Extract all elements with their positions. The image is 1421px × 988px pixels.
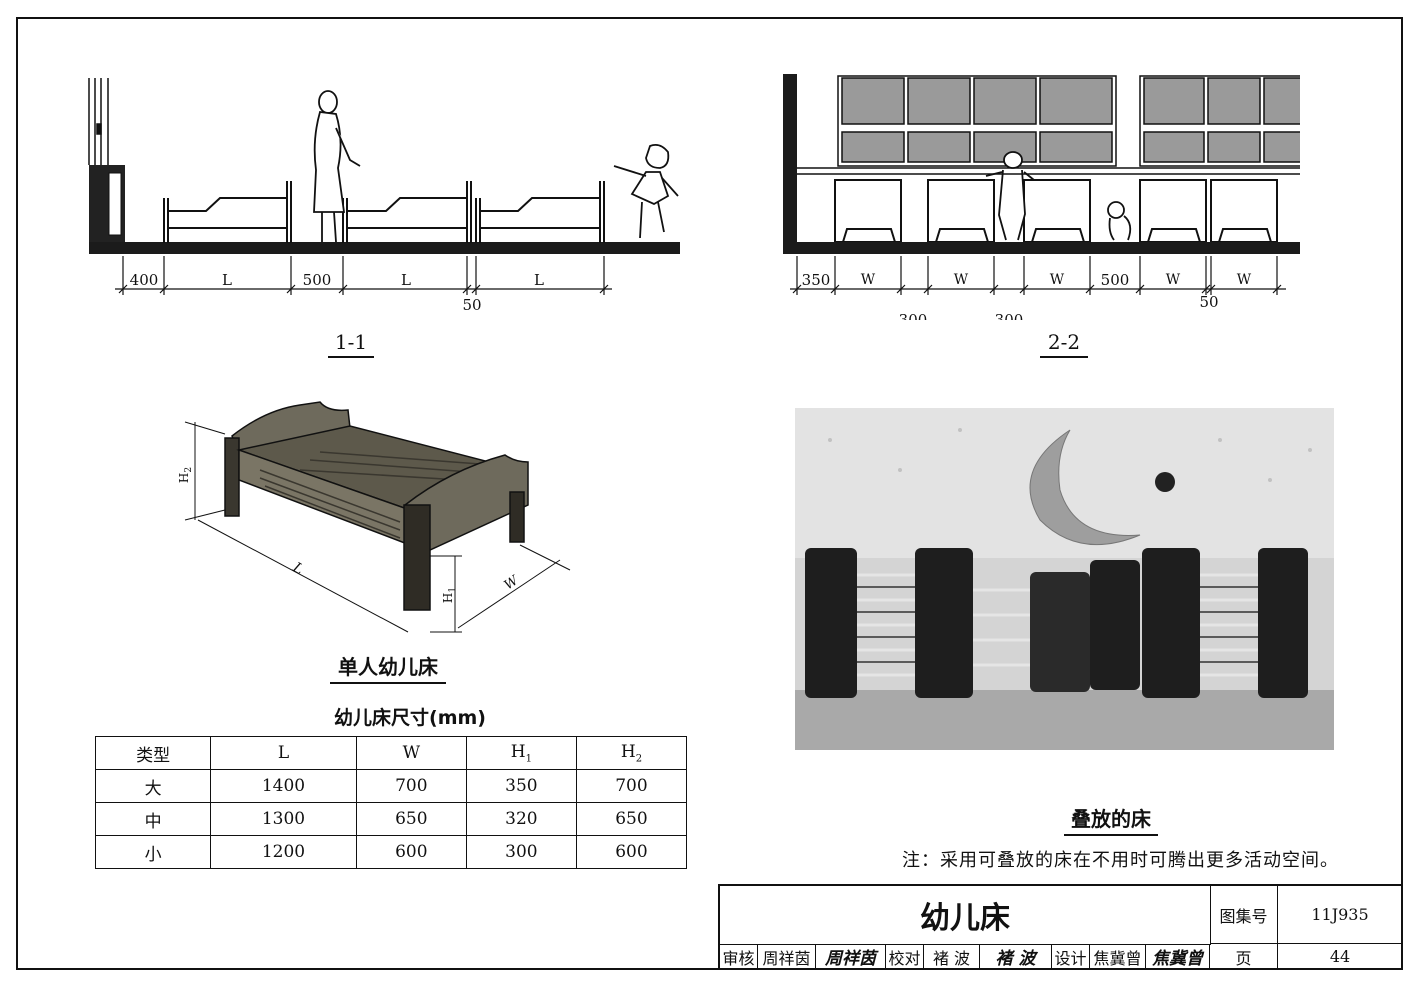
mural-figure-icon	[1155, 472, 1175, 492]
dim-1-1-d: L	[401, 271, 411, 289]
bed-elevation-3	[475, 181, 605, 243]
page-number: 44	[1278, 944, 1403, 970]
size-table-title: 幼儿床尺寸(mm)	[334, 707, 486, 729]
page-label: 页	[1210, 944, 1278, 970]
table-row: 小 1200 600 300 600	[94, 835, 688, 869]
title-block: 幼儿床 图集号 11J935 审核 周祥茵 周祥茵 校对 褚 波 褚 波 设计 …	[718, 884, 1403, 970]
section-1-1-label: 1-1	[328, 330, 374, 358]
wall-window	[88, 78, 109, 165]
check-label: 校对	[886, 944, 924, 970]
bed-elevation-2	[342, 181, 472, 243]
dim-1-1-b: L	[222, 271, 232, 289]
table-cell: 小	[94, 835, 212, 869]
dim-2-2-a: 350	[802, 271, 831, 289]
bed-ends-row	[834, 179, 1278, 243]
table-header-l: L	[210, 736, 357, 770]
dim-2-2-f: W	[1166, 272, 1181, 288]
table-cell: 600	[355, 835, 467, 869]
radiator	[89, 165, 125, 245]
bed-dimension-lines	[184, 421, 571, 633]
dim-2-2-gap-3: 50	[1199, 293, 1218, 311]
dim-2-2-gap-2: 300	[995, 311, 1024, 320]
drawing-title: 幼儿床	[720, 886, 1211, 945]
dim-2-2-g: W	[1237, 272, 1252, 288]
table-header-row: 类型 L W H1 H2	[94, 736, 688, 770]
dim-1-1-a: 400	[130, 271, 159, 289]
table-cell: 中	[94, 802, 212, 836]
reviewer-signature: 周祥茵	[816, 944, 886, 970]
sill-lines	[797, 167, 1300, 175]
table-cell: 650	[355, 802, 467, 836]
checker-name: 褚 波	[924, 944, 980, 970]
bed-elevation-1	[163, 181, 292, 243]
stacked-beds-photo	[795, 408, 1334, 750]
bed-label-l: L	[289, 559, 306, 578]
table-cell: 1300	[210, 802, 357, 836]
moon-mural	[1029, 429, 1141, 546]
checker-signature: 褚 波	[980, 944, 1052, 970]
dim-2-2-d: W	[1050, 272, 1065, 288]
photo-caption: 叠放的床	[1064, 803, 1158, 836]
table-cell: 700	[355, 769, 467, 803]
bed-label-w: W	[502, 572, 523, 593]
table-header-h1: H1	[465, 736, 577, 770]
table-cell: 1200	[210, 835, 357, 869]
child-crawling-icon	[1107, 201, 1132, 241]
review-label: 审核	[720, 944, 758, 970]
floor-line	[89, 242, 680, 254]
window-panels-right	[1139, 75, 1300, 167]
table-cell: 350	[465, 769, 577, 803]
drawing-frame	[16, 17, 1403, 970]
bed-footboard	[403, 454, 529, 611]
child-standing-icon	[985, 151, 1035, 241]
wall-left	[783, 74, 797, 254]
table-cell: 大	[94, 769, 212, 803]
table-cell: 300	[465, 835, 577, 869]
window-panels-left	[837, 75, 1117, 167]
floor-line-2	[783, 242, 1300, 254]
table-header-h2: H2	[575, 736, 688, 770]
section-2-2-label: 2-2	[1040, 330, 1088, 358]
designer-signature: 焦冀曾	[1146, 944, 1210, 970]
table-row: 大 1400 700 350 700	[94, 769, 688, 803]
designer-name: 焦冀曾	[1090, 944, 1146, 970]
dim-2-2-c: W	[954, 272, 969, 288]
dim-2-2-b: W	[861, 272, 876, 288]
dim-2-2-e: 500	[1101, 271, 1130, 289]
design-label: 设计	[1052, 944, 1090, 970]
bed-label-h2: H2	[177, 467, 194, 483]
dim-2-2-gap-1: 300	[899, 311, 928, 320]
adult-figure-icon	[313, 90, 361, 243]
table-header-type: 类型	[94, 736, 212, 770]
table-cell: 600	[575, 835, 688, 869]
section-2-2-drawing: 350 W W W 500 W W 300 300 50	[783, 74, 1300, 320]
single-bed-illustration: H2 H1 L W	[177, 401, 571, 633]
wall-stars	[828, 428, 1312, 482]
table-row: 中 1300 650 320 650	[94, 802, 688, 836]
dim-1-1-c: 500	[303, 271, 332, 289]
table-header-w: W	[355, 736, 467, 770]
table-cell: 320	[465, 802, 577, 836]
size-table: 类型 L W H1 H2 大 1400 700 350 700 中 1300 6…	[94, 736, 688, 869]
bed-caption: 单人幼儿床	[330, 651, 446, 684]
table-cell: 1400	[210, 769, 357, 803]
dim-1-1-gap: 50	[462, 296, 481, 314]
table-cell: 650	[575, 802, 688, 836]
reviewer-name: 周祥茵	[758, 944, 816, 970]
note-text: 注：采用可叠放的床在不用时可腾出更多活动空间。	[902, 850, 1339, 871]
dimension-line-2-2	[790, 256, 1286, 295]
atlas-number-label: 图集号	[1210, 886, 1278, 944]
child-figure-icon	[613, 143, 679, 239]
table-cell: 700	[575, 769, 688, 803]
stacked-beds	[805, 548, 1308, 698]
dim-1-1-e: L	[534, 271, 544, 289]
section-1-1-drawing: 400 L 500 L L 50	[88, 78, 680, 314]
dimension-line-1-1	[115, 256, 612, 295]
atlas-number: 11J935	[1278, 886, 1403, 944]
